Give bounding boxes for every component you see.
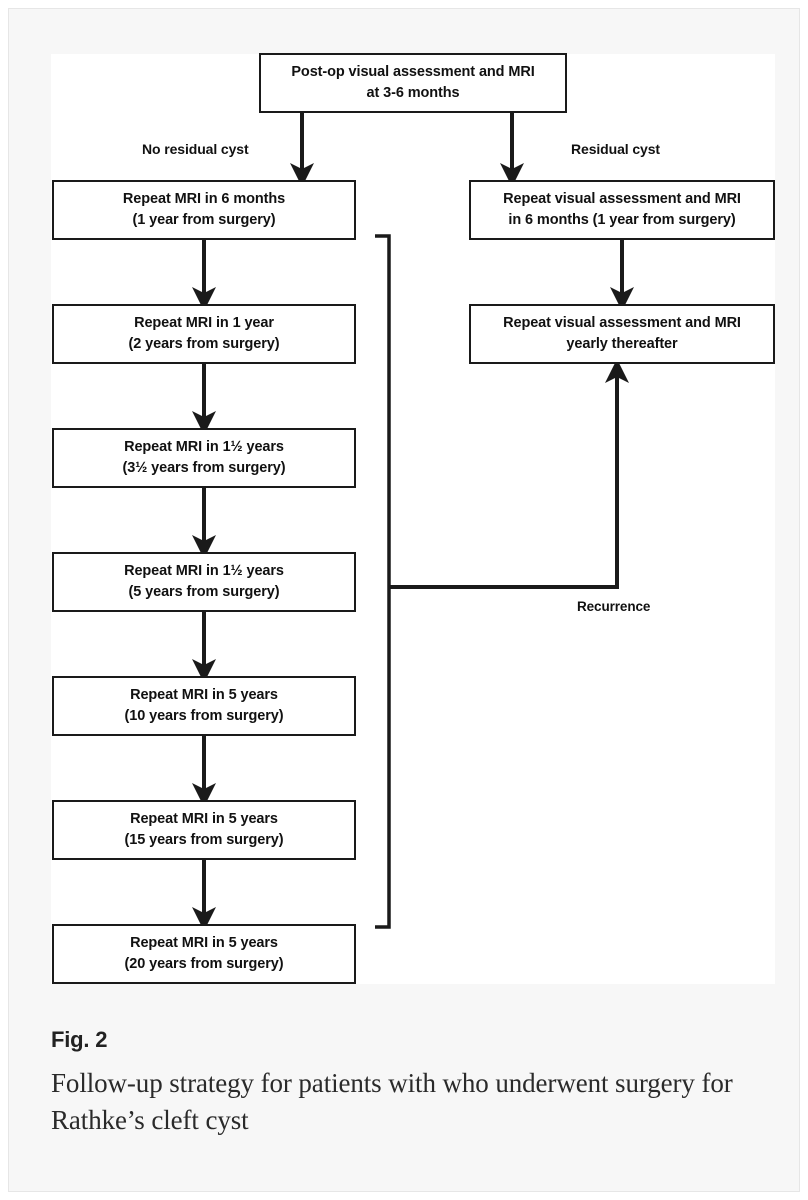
node-left-3: Repeat MRI in 1½ years (3½ years from su… xyxy=(52,428,356,488)
node-left-5-line1: Repeat MRI in 5 years xyxy=(130,686,278,703)
node-root-line2: at 3-6 months xyxy=(366,85,460,101)
node-left-6-line2: (15 years from surgery) xyxy=(124,832,284,848)
node-left-1-line1: Repeat MRI in 6 months xyxy=(122,190,286,207)
node-left-1-line2: (1 year from surgery) xyxy=(132,212,276,228)
flowchart: Post-op visual assessment and MRI at 3-6… xyxy=(9,9,808,1009)
caption-label: Fig. 2 xyxy=(51,1027,108,1052)
node-root: Post-op visual assessment and MRI at 3-6… xyxy=(259,53,567,113)
node-root-line1: Post-op visual assessment and MRI xyxy=(291,63,535,80)
node-left-4-line2: (5 years from surgery) xyxy=(128,584,280,600)
node-left-7-line2: (20 years from surgery) xyxy=(124,956,284,972)
node-left-5-line2: (10 years from surgery) xyxy=(124,708,284,724)
node-left-1: Repeat MRI in 6 months (1 year from surg… xyxy=(52,180,356,240)
node-left-2-line2: (2 years from surgery) xyxy=(128,336,280,352)
node-right-2-line1: Repeat visual assessment and MRI xyxy=(503,314,741,331)
node-right-2-line2: yearly thereafter xyxy=(566,336,678,352)
node-left-6: Repeat MRI in 5 years (15 years from sur… xyxy=(52,800,356,860)
branch-label-left: No residual cyst xyxy=(142,141,249,157)
node-left-7: Repeat MRI in 5 years (20 years from sur… xyxy=(52,924,356,984)
figure-caption: Fig. 2 Follow-up strategy for patients w… xyxy=(51,1027,751,1140)
node-left-4: Repeat MRI in 1½ years (5 years from sur… xyxy=(52,552,356,612)
branch-label-right: Residual cyst xyxy=(571,141,660,157)
node-left-7-line1: Repeat MRI in 5 years xyxy=(130,934,278,951)
node-left-3-line2: (3½ years from surgery) xyxy=(122,460,286,476)
node-left-2: Repeat MRI in 1 year (2 years from surge… xyxy=(52,304,356,364)
node-right-1-line1: Repeat visual assessment and MRI xyxy=(503,190,741,207)
node-left-6-line1: Repeat MRI in 5 years xyxy=(130,810,278,827)
node-left-4-line1: Repeat MRI in 1½ years xyxy=(124,562,284,579)
caption-text: Follow-up strategy for patients with who… xyxy=(51,1068,733,1136)
node-right-2: Repeat visual assessment and MRI yearly … xyxy=(469,304,775,364)
node-right-1-line2: in 6 months (1 year from surgery) xyxy=(508,212,736,228)
node-left-2-line1: Repeat MRI in 1 year xyxy=(134,314,274,331)
node-right-1: Repeat visual assessment and MRI in 6 mo… xyxy=(469,180,775,240)
node-left-3-line1: Repeat MRI in 1½ years xyxy=(124,438,284,455)
figure-card: Post-op visual assessment and MRI at 3-6… xyxy=(8,8,800,1192)
recurrence-label: Recurrence xyxy=(577,599,651,614)
node-left-5: Repeat MRI in 5 years (10 years from sur… xyxy=(52,676,356,736)
